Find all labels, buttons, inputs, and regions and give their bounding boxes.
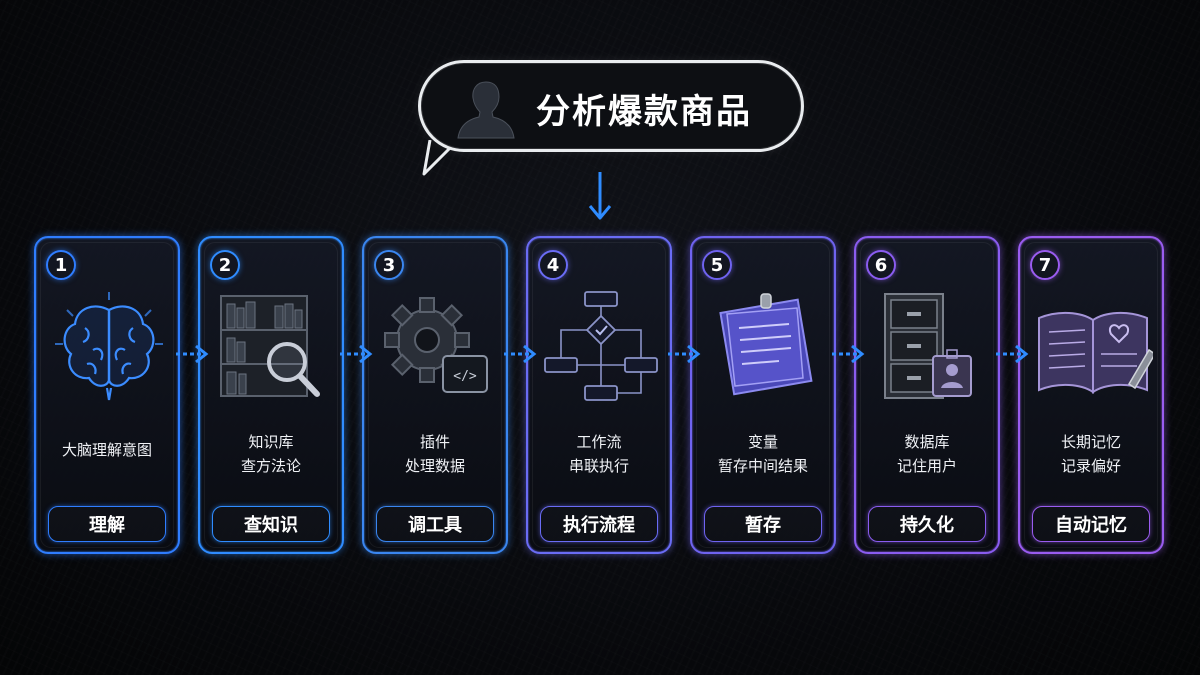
- sticky-note-icon: [719, 293, 813, 396]
- arrow-right-icon: [668, 344, 701, 364]
- step-description-line: 记录偏好: [1060, 457, 1121, 475]
- step-number: 3: [374, 250, 404, 280]
- step-card: 6 数据库记住用户持久化: [854, 236, 1000, 554]
- arrow-right-icon: [340, 344, 373, 364]
- step-description-line: 工作流: [576, 433, 622, 451]
- gear-code-icon: </>: [384, 297, 488, 393]
- step-tag: 理解: [48, 506, 166, 542]
- person-silhouette-icon: [457, 81, 515, 139]
- step-description-line: 处理数据: [404, 457, 465, 475]
- svg-text:</>: </>: [453, 369, 477, 384]
- step-description: 长期记忆记录偏好: [1020, 430, 1162, 478]
- step-description-line: 知识库: [248, 433, 294, 451]
- step-number: 4: [538, 250, 568, 280]
- step-description-line: 变量: [747, 433, 778, 451]
- step-description: 插件处理数据: [364, 430, 506, 478]
- step-description-line: 暂存中间结果: [717, 457, 808, 475]
- bookshelf-magnifier-icon: [220, 295, 320, 397]
- step-description-line: 记住用户: [896, 457, 957, 475]
- step-card: 3 </> 插件处理数据调工具: [362, 236, 508, 554]
- step-card: 2 知识库查方法论查知识: [198, 236, 344, 554]
- step-description-line: 长期记忆: [1060, 433, 1121, 451]
- speech-bubble-tail: [422, 140, 452, 176]
- arrow-right-icon: [504, 344, 537, 364]
- step-description-line: 串联执行: [568, 457, 629, 475]
- step-description: 变量暂存中间结果: [692, 430, 834, 478]
- step-description-line: 查方法论: [240, 457, 301, 475]
- step-number: 6: [866, 250, 896, 280]
- step-number: 2: [210, 250, 240, 280]
- step-tag: 自动记忆: [1032, 506, 1150, 542]
- file-cabinet-icon: [884, 293, 972, 399]
- arrow-right-icon: [832, 344, 865, 364]
- step-tag: 持久化: [868, 506, 986, 542]
- step-number: 5: [702, 250, 732, 280]
- notebook-pen-icon: [1038, 312, 1153, 394]
- arrow-right-icon: [996, 344, 1029, 364]
- brain-icon: [55, 292, 163, 401]
- flowchart-icon: [544, 291, 658, 401]
- step-description: 工作流串联执行: [528, 430, 670, 478]
- step-description-line: 插件: [419, 433, 450, 451]
- step-description: 数据库记住用户: [856, 430, 998, 478]
- down-arrow-icon: [588, 172, 612, 220]
- step-tag: 查知识: [212, 506, 330, 542]
- step-tag: 调工具: [376, 506, 494, 542]
- step-description: 知识库查方法论: [200, 430, 342, 478]
- arrow-right-icon: [176, 344, 209, 364]
- step-description-line: 大脑理解意图: [61, 441, 152, 459]
- step-tag: 执行流程: [540, 506, 658, 542]
- step-number: 7: [1030, 250, 1060, 280]
- step-card: 1 大脑理解意图理解: [34, 236, 180, 554]
- step-card: 4 工作流串联执行执行流程: [526, 236, 672, 554]
- step-description-line: 数据库: [904, 433, 950, 451]
- step-card: 5 变量暂存中间结果暂存: [690, 236, 836, 554]
- step-tag: 暂存: [704, 506, 822, 542]
- step-card: 7 长期记忆记录偏好自动记忆: [1018, 236, 1164, 554]
- step-description: 大脑理解意图: [36, 438, 178, 462]
- step-number: 1: [46, 250, 76, 280]
- prompt-text: 分析爆款商品: [536, 92, 752, 132]
